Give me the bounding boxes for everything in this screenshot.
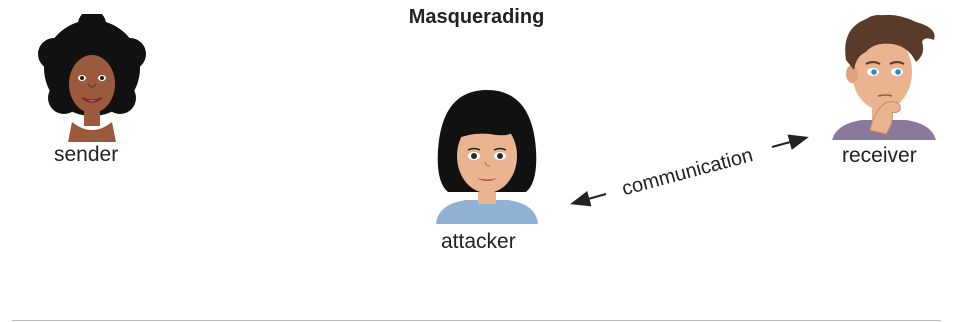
woman-bob-hair-icon: [436, 90, 538, 224]
attacker-avatar: [436, 90, 538, 224]
diagram-title: Masquerading: [408, 6, 545, 28]
sender-avatar: [38, 14, 146, 142]
receiver-avatar: [832, 14, 936, 140]
bottom-divider: [12, 320, 941, 321]
sender-label: sender: [54, 143, 119, 166]
attacker-label: attacker: [441, 230, 516, 253]
arrow-left: [570, 190, 607, 207]
communication-label: communication: [620, 144, 756, 200]
woman-curly-hair-icon: [38, 14, 146, 142]
arrow-right: [771, 134, 809, 150]
receiver-label: receiver: [842, 144, 917, 167]
man-thinking-icon: [832, 14, 936, 140]
